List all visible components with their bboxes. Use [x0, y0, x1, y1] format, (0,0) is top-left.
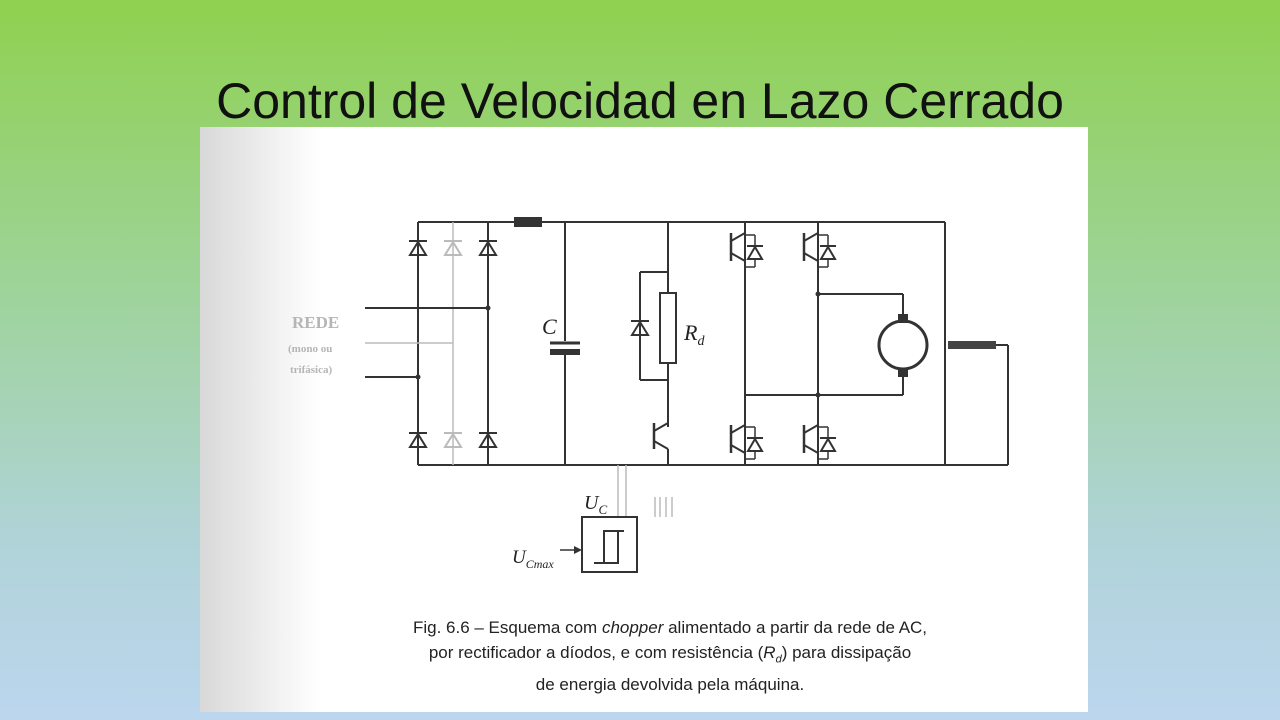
- diode-icon: [478, 432, 498, 448]
- circuit-diagram: REDE (mono ou trifásica) C Rd: [288, 217, 1009, 573]
- braking-resistor: [659, 292, 677, 364]
- figure-caption: Fig. 6.6 – Esquema com chopper alimentad…: [320, 615, 1020, 697]
- scanned-figure: REDE (mono ou trifásica) C Rd: [200, 127, 1088, 712]
- capacitor-plate: [550, 349, 580, 355]
- slide-title: Control de Velocidad en Lazo Cerrado: [216, 73, 1064, 129]
- diode-icon: [443, 240, 463, 256]
- dc-inductor: [514, 217, 542, 227]
- igbt-icon: [802, 232, 837, 268]
- caption-line-3: de energia devolvida pela máquina.: [535, 675, 805, 695]
- diode-icon: [478, 240, 498, 256]
- dc-motor-icon: [877, 319, 929, 371]
- field-winding: [948, 341, 996, 349]
- diode-icon: [408, 432, 428, 448]
- capacitor-label: C: [542, 314, 557, 339]
- rede-sublabel: trifásica): [290, 364, 332, 376]
- diode-icon: [630, 320, 650, 336]
- rede-sublabel: (mono ou: [288, 343, 332, 355]
- diode-icon: [443, 432, 463, 448]
- rede-label: REDE: [292, 313, 339, 332]
- igbt-icon: [729, 424, 764, 460]
- uc-label: UC: [584, 492, 607, 517]
- caption-line-1: Fig. 6.6 – Esquema com chopper alimentad…: [412, 618, 928, 637]
- diode-icon: [408, 240, 428, 256]
- igbt-icon: [729, 232, 764, 268]
- caption-line-2: por rectificador a díodos, e com resistê…: [428, 643, 912, 666]
- chopper-transistor-icon: [652, 422, 669, 450]
- ucmax-label: UCmax: [512, 547, 554, 571]
- igbt-icon: [802, 424, 837, 460]
- resistor-label: Rd: [683, 320, 705, 349]
- hysteresis-controller-icon: [581, 516, 638, 573]
